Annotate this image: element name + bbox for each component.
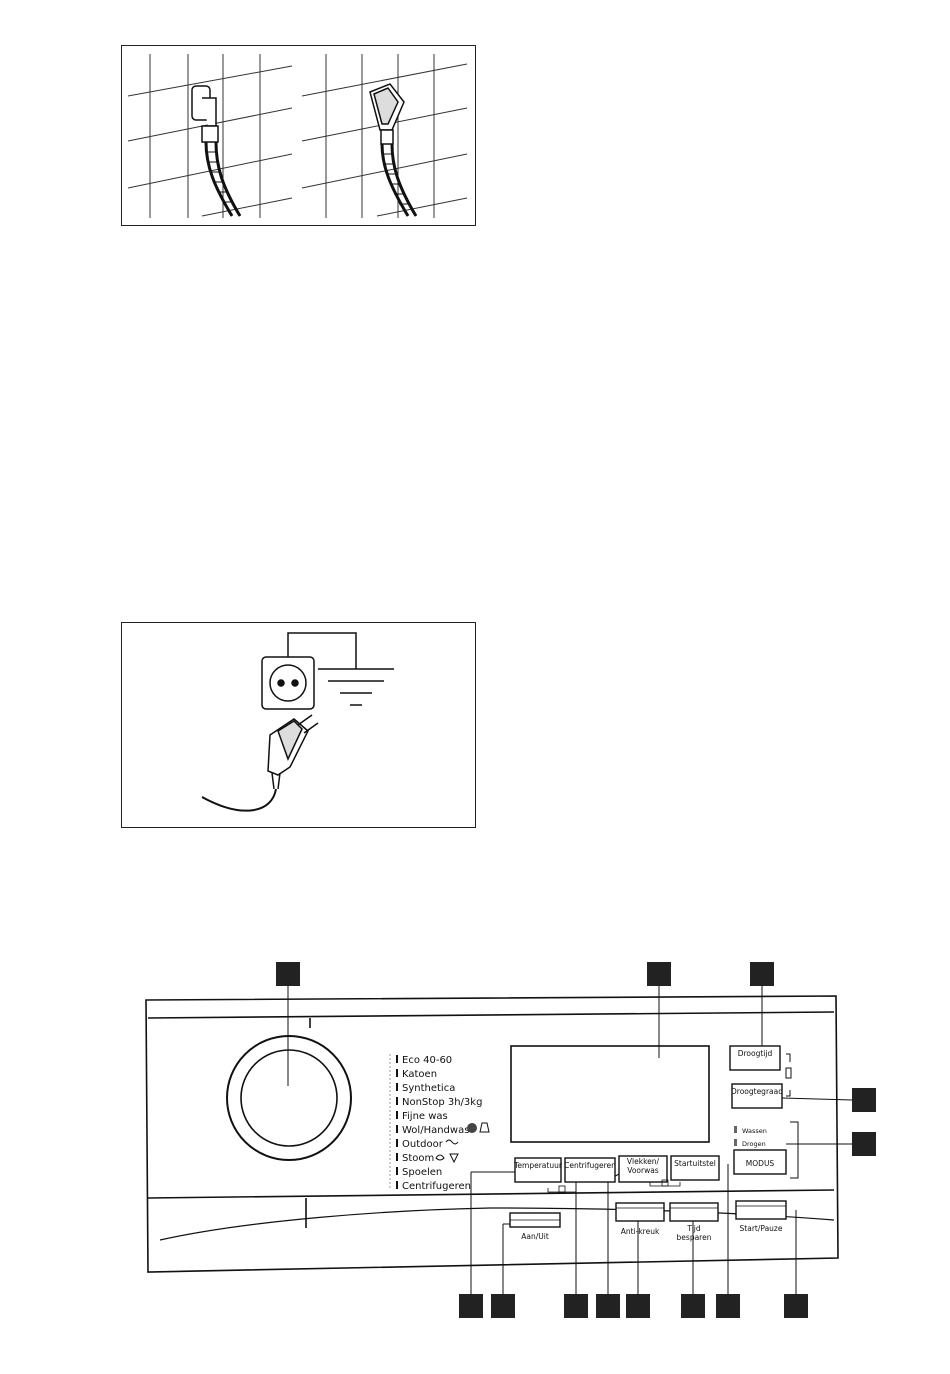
mode-indicator-wash: Wassen [734, 1126, 767, 1135]
programme-list: Eco 40-60 Katoen Synthetica NonStop 3h/3… [390, 1054, 489, 1192]
programme-label: Eco 40-60 [402, 1055, 452, 1066]
svg-text:Wassen: Wassen [742, 1127, 767, 1135]
programme-label: Wol/Handwas [402, 1125, 469, 1136]
wool-icon [467, 1123, 477, 1133]
programme-label: Synthetica [402, 1083, 455, 1094]
mode-button[interactable]: MODUS [734, 1150, 786, 1174]
svg-text:besparen: besparen [677, 1233, 712, 1242]
delay-start-button[interactable]: Startuitstel [671, 1156, 719, 1180]
programme-label: Spoelen [402, 1167, 442, 1178]
callout-box-dry-level [852, 1088, 876, 1112]
programme-label: Centrifugeren [402, 1181, 471, 1192]
programme-item: Outdoor [396, 1139, 458, 1150]
time-save-button[interactable]: Tijd besparen [670, 1203, 718, 1242]
handwash-icon [480, 1123, 489, 1132]
svg-text:Voorwas: Voorwas [627, 1166, 659, 1175]
callout-box-knob [276, 962, 300, 986]
svg-text:Droogtegraad: Droogtegraad [731, 1087, 783, 1096]
programme-item: Synthetica [396, 1083, 455, 1094]
child-lock-icon [559, 1186, 565, 1192]
spin-button[interactable]: Centrifugeren [564, 1158, 616, 1182]
dry-indicator-light [786, 1068, 791, 1078]
tap-straight-connector-icon [370, 84, 416, 216]
programme-item: Eco 40-60 [396, 1055, 452, 1066]
svg-text:Drogen: Drogen [742, 1140, 766, 1148]
callout-box-time-save [681, 1294, 705, 1318]
mode-indicator-dry: Drogen [734, 1139, 766, 1148]
callout-box-dry-time [750, 962, 774, 986]
control-panel-illustration: Eco 40-60 Katoen Synthetica NonStop 3h/3… [130, 958, 890, 1318]
callout-box-on-off [491, 1294, 515, 1318]
svg-text:Start/Pauze: Start/Pauze [740, 1224, 783, 1233]
programme-label: NonStop 3h/3kg [402, 1097, 482, 1108]
programme-item: Fijne was [396, 1111, 448, 1122]
svg-text:Aan/Uit: Aan/Uit [521, 1232, 549, 1241]
svg-text:MODUS: MODUS [746, 1159, 775, 1168]
callout-box-start-pause [784, 1294, 808, 1318]
svg-text:Vlekken/: Vlekken/ [627, 1157, 660, 1166]
start-pause-button[interactable]: Start/Pauze [736, 1201, 786, 1233]
programme-item: Stoom [396, 1153, 458, 1164]
refresh-icon [450, 1154, 458, 1162]
temperature-button[interactable]: Temperatuur [513, 1158, 563, 1182]
programme-label: Stoom [402, 1153, 434, 1164]
callout-box-temperature [459, 1294, 483, 1318]
svg-text:Centrifugeren: Centrifugeren [564, 1161, 616, 1170]
callout-box-stains [596, 1294, 620, 1318]
svg-text:Anti-kreuk: Anti-kreuk [621, 1227, 660, 1236]
outdoor-icon [446, 1140, 458, 1144]
programme-item: Katoen [396, 1069, 437, 1080]
svg-text:Startuitstel: Startuitstel [674, 1159, 716, 1168]
callout-box-delay-start [716, 1294, 740, 1318]
programme-label: Fijne was [402, 1111, 448, 1122]
hose-connection-illustration [121, 45, 476, 226]
on-off-button[interactable]: Aan/Uit [510, 1213, 560, 1241]
svg-text:Droogtijd: Droogtijd [738, 1049, 773, 1058]
stains-prewash-button[interactable]: Vlekken/ Voorwas [619, 1156, 667, 1182]
dry-level-button[interactable]: Droogtegraad [731, 1084, 783, 1108]
programme-label: Outdoor [402, 1139, 444, 1150]
steam-icon [436, 1155, 444, 1160]
power-plug-icon [202, 715, 318, 811]
callout-box-spin [564, 1294, 588, 1318]
callout-box-display [647, 962, 671, 986]
programme-item: Spoelen [396, 1167, 442, 1178]
grounded-socket-illustration [121, 622, 476, 828]
callout-box-anti-crease [626, 1294, 650, 1318]
svg-text:Temperatuur: Temperatuur [513, 1161, 563, 1170]
dry-time-button[interactable]: Droogtijd [730, 1046, 780, 1070]
programme-item: NonStop 3h/3kg [396, 1097, 482, 1108]
programme-label: Katoen [402, 1069, 437, 1080]
callout-box-mode [852, 1132, 876, 1156]
wall-socket-icon [262, 657, 314, 709]
svg-text:Tijd: Tijd [686, 1224, 701, 1233]
programme-item: Centrifugeren [396, 1181, 471, 1192]
programme-item: Wol/Handwas [396, 1123, 489, 1136]
anti-crease-button[interactable]: Anti-kreuk [616, 1203, 664, 1236]
tap-angle-connector-icon [192, 86, 240, 216]
